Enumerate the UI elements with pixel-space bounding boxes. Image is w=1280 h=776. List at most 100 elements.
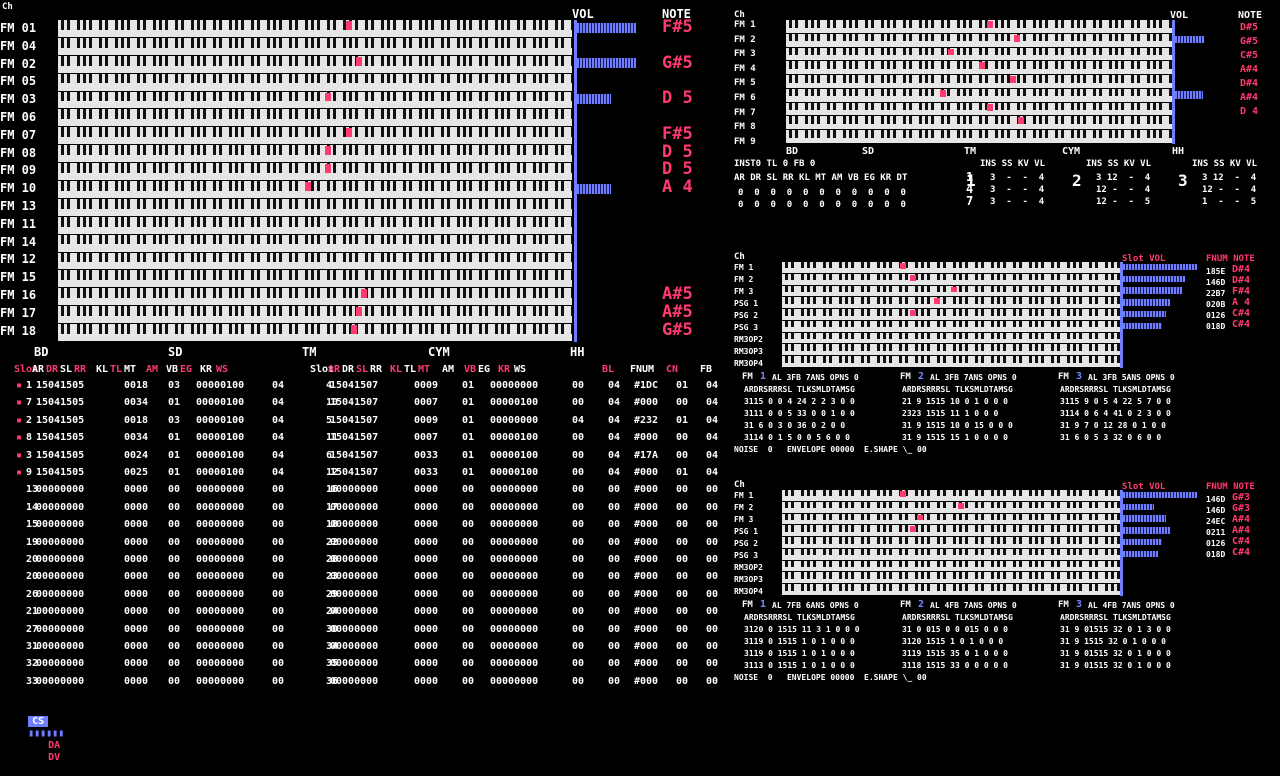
key-row[interactable] <box>782 560 1120 568</box>
key-row[interactable] <box>58 181 572 191</box>
key-row[interactable] <box>782 490 1120 497</box>
mr-piano-roll[interactable] <box>782 262 1120 368</box>
key-row[interactable] <box>58 55 572 66</box>
key-row[interactable] <box>782 297 1120 304</box>
key-row[interactable] <box>786 88 1172 97</box>
drum-label: HH <box>570 345 585 359</box>
key-row[interactable] <box>782 513 1120 521</box>
key-row[interactable] <box>786 116 1172 124</box>
key-row[interactable] <box>58 109 572 120</box>
slot-cell: 00000000 <box>196 641 245 652</box>
key-row[interactable] <box>782 584 1120 591</box>
key-row[interactable] <box>58 324 572 334</box>
key-row[interactable] <box>782 273 1120 281</box>
slot-cell: 20 <box>26 571 39 583</box>
key-row[interactable] <box>58 252 572 263</box>
slot-cell: #000 <box>634 641 659 652</box>
inst-row: 3 12 - 4 <box>1202 173 1257 183</box>
pressed-key <box>910 526 917 533</box>
key-row[interactable] <box>58 270 572 281</box>
fnum-value: 146D <box>1206 278 1226 287</box>
key-row[interactable] <box>58 198 572 209</box>
key-row[interactable] <box>786 130 1172 138</box>
key-row[interactable] <box>782 548 1120 556</box>
slot-cell: 00000000 <box>196 571 245 583</box>
slot-cell: 4 <box>326 380 333 391</box>
fm-block-head: AL 4FB 7ANS OPNS 0 <box>1088 601 1175 610</box>
key-row[interactable] <box>782 356 1120 363</box>
piano-roll-keyboard[interactable] <box>58 20 572 342</box>
key-row[interactable] <box>782 262 1120 269</box>
key-row[interactable] <box>786 33 1172 42</box>
key-row[interactable] <box>58 306 572 317</box>
fm-param-row: 31 9 01515 32 0 1 3 0 0 <box>1060 625 1171 634</box>
drum-label: HH <box>1172 146 1185 157</box>
key-row[interactable] <box>58 127 572 138</box>
status-cs-blocks: ▮▮▮▮▮▮ <box>28 728 71 739</box>
key-row[interactable] <box>782 525 1120 532</box>
inst-group-head: INS SS KV VL <box>1192 159 1258 169</box>
key-row[interactable] <box>782 572 1120 579</box>
fm-param-row: 3119 0 1515 1 0 1 0 0 0 <box>744 649 855 658</box>
slot-cell: 15041505 <box>36 414 85 426</box>
pressed-key <box>345 128 352 138</box>
key-row[interactable] <box>786 75 1172 83</box>
key-row[interactable] <box>782 332 1120 340</box>
slot-cell: 15041507 <box>330 380 379 391</box>
key-row[interactable] <box>782 320 1120 328</box>
key-row[interactable] <box>782 344 1120 351</box>
slot-cell: 00 <box>676 571 689 583</box>
key-row[interactable] <box>58 73 572 84</box>
slot-cell: 9 <box>26 467 33 478</box>
key-row[interactable] <box>58 288 572 299</box>
slot-cell: #000 <box>634 606 659 618</box>
key-row[interactable] <box>58 163 572 173</box>
key-row[interactable] <box>58 91 572 102</box>
slot-cell: 04 <box>608 467 621 478</box>
slot-cell: 22 <box>326 536 339 548</box>
mr-piano-roll[interactable] <box>782 490 1120 596</box>
key-row[interactable] <box>786 47 1172 56</box>
key-row[interactable] <box>782 309 1120 316</box>
fnum-note: D#4 <box>1232 275 1251 286</box>
slot-cell: 00 <box>608 554 621 565</box>
key-row[interactable] <box>782 501 1120 509</box>
slot-cell: 00 <box>462 501 475 513</box>
key-row[interactable] <box>786 20 1172 28</box>
key-row[interactable] <box>58 234 572 245</box>
slot-cell: 2 <box>26 414 33 426</box>
channel-label: FM 2 <box>734 503 754 512</box>
key-row[interactable] <box>58 37 572 48</box>
fm-block-label: FM <box>1058 372 1069 382</box>
slot-cell: 0025 <box>124 467 149 478</box>
slot-cell: 0000 <box>124 675 149 687</box>
fnum-note: C#4 <box>1232 308 1251 319</box>
channel-label: FM 04 <box>0 38 37 53</box>
key-row[interactable] <box>782 537 1120 544</box>
tr-piano-roll[interactable] <box>786 20 1172 144</box>
key-row[interactable] <box>58 216 572 227</box>
key-row[interactable] <box>58 145 572 156</box>
slot-cell: 01 <box>168 397 181 409</box>
key-row[interactable] <box>58 20 572 30</box>
key-row[interactable] <box>786 102 1172 111</box>
fm-param-row: 31 9 01515 32 0 1 0 0 0 <box>1060 661 1171 670</box>
